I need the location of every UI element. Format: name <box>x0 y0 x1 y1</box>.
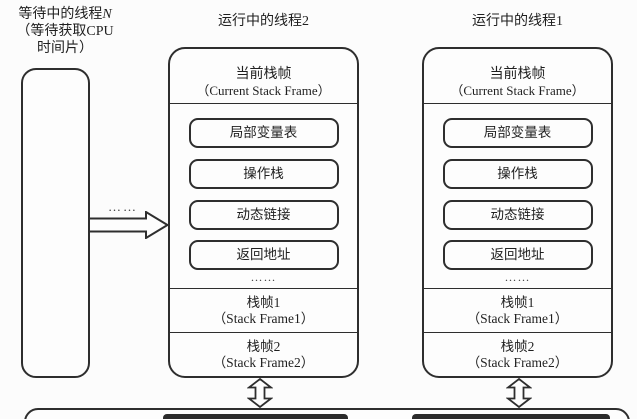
waiting-thread-label-line3: 时间片） <box>37 41 93 56</box>
section-divider <box>424 332 611 333</box>
current-frame-label-en: （Current Stack Frame） <box>450 83 585 98</box>
thread1-stack-frame2: 栈帧2 （Stack Frame2） <box>424 339 611 371</box>
waiting-thread-stack-box <box>21 68 90 378</box>
thread1-current-frame-header: 当前栈帧 （Current Stack Frame） <box>424 67 611 99</box>
bottom-inner-box-top-right <box>412 414 610 419</box>
stack-frame1-label-en: （Stack Frame1） <box>466 311 569 326</box>
thread1-stack-frame1: 栈帧1 （Stack Frame1） <box>424 295 611 327</box>
bidirectional-arrow-icon <box>506 378 532 408</box>
waiting-thread-label: 等待中的线程N （等待获取CPU 时间片） <box>0 6 130 57</box>
stack-frame2-label-cn: 栈帧2 <box>246 339 281 354</box>
section-divider <box>424 103 611 104</box>
section-divider <box>170 332 357 333</box>
thread2-title: 运行中的线程2 <box>218 14 309 29</box>
thread1-slots-ellipsis: …… <box>504 270 531 284</box>
current-frame-label-en: （Current Stack Frame） <box>196 83 331 98</box>
section-divider <box>424 288 611 289</box>
thread1-slot-return-address: 返回地址 <box>442 240 593 270</box>
waiting-to-running-ellipsis: …… <box>108 199 138 214</box>
stack-frame2-label-en: （Stack Frame2） <box>466 355 569 370</box>
thread1-stack-box: 当前栈帧 （Current Stack Frame） 局部变量表 操作栈 动态链… <box>422 47 613 378</box>
bottom-inner-box-top-left <box>163 414 348 419</box>
thread1-title: 运行中的线程1 <box>472 14 563 29</box>
thread1-slot-operand-stack: 操作栈 <box>442 159 593 189</box>
thread2-slot-dynamic-linking: 动态链接 <box>188 200 339 230</box>
thread2-stack-frame1: 栈帧1 （Stack Frame1） <box>170 295 357 327</box>
stack-frame2-label-cn: 栈帧2 <box>500 339 535 354</box>
current-frame-label-cn: 当前栈帧 <box>235 67 292 82</box>
thread2-stack-box: 当前栈帧 （Current Stack Frame） 局部变量表 操作栈 动态链… <box>168 47 359 378</box>
waiting-thread-label-line1: 等待中的线程N <box>18 7 112 22</box>
bidirectional-arrow-icon <box>247 378 273 408</box>
thread1-slot-dynamic-linking: 动态链接 <box>442 200 593 230</box>
thread2-current-frame-header: 当前栈帧 （Current Stack Frame） <box>170 67 357 99</box>
thread2-slot-local-variable-table: 局部变量表 <box>188 118 339 148</box>
flow-right-arrow-icon <box>88 211 169 239</box>
section-divider <box>170 103 357 104</box>
thread2-slot-operand-stack: 操作栈 <box>188 159 339 189</box>
thread2-slots-ellipsis: …… <box>250 270 277 284</box>
thread1-slot-local-variable-table: 局部变量表 <box>442 118 593 148</box>
waiting-thread-label-line2: （等待获取CPU <box>16 24 114 39</box>
stack-frame1-label-cn: 栈帧1 <box>246 295 281 310</box>
current-frame-label-cn: 当前栈帧 <box>489 67 546 82</box>
section-divider <box>170 288 357 289</box>
stack-frame1-label-cn: 栈帧1 <box>500 295 535 310</box>
thread2-slot-return-address: 返回地址 <box>188 240 339 270</box>
stack-frame2-label-en: （Stack Frame2） <box>212 355 315 370</box>
stack-frame1-label-en: （Stack Frame1） <box>212 311 315 326</box>
thread2-stack-frame2: 栈帧2 （Stack Frame2） <box>170 339 357 371</box>
